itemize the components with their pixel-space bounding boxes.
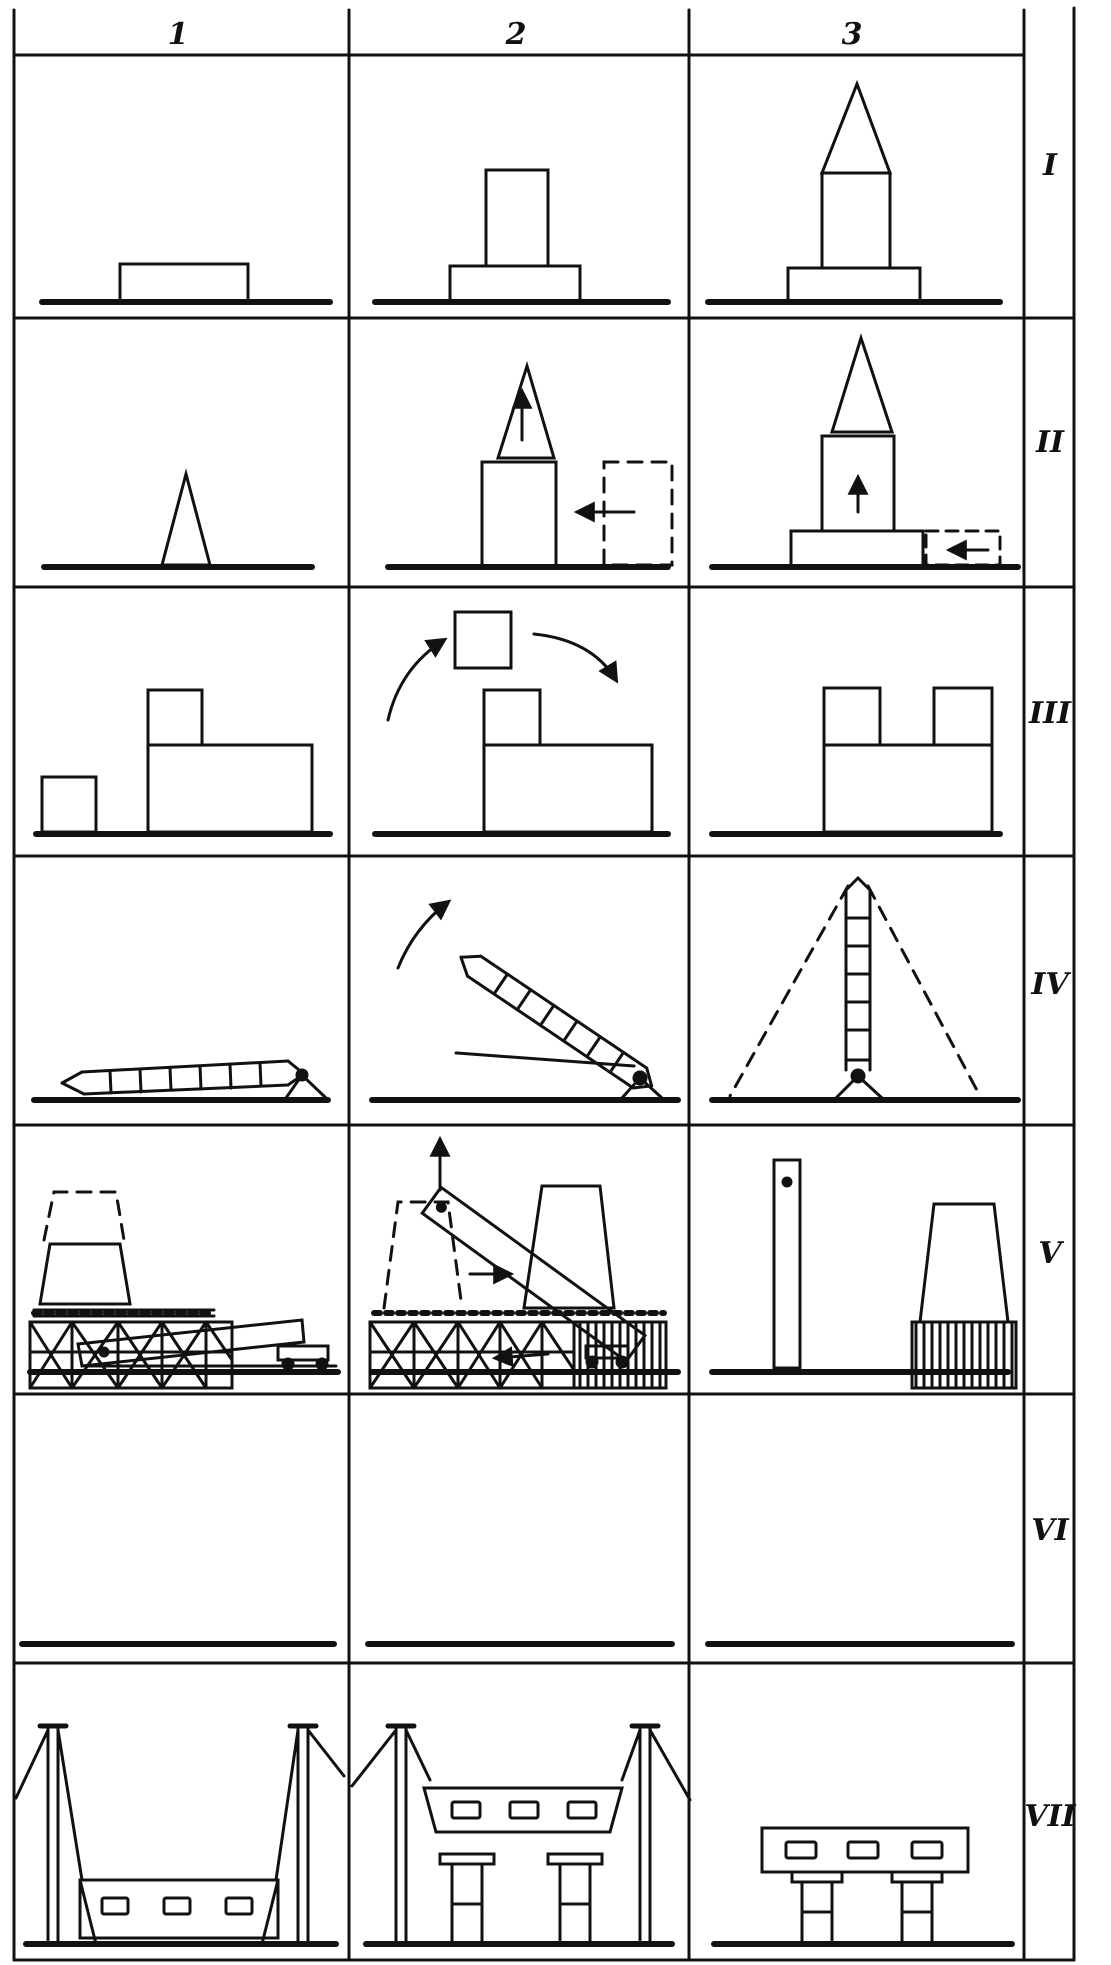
cell-VII-2	[350, 1723, 692, 1947]
grid-lines	[12, 6, 1076, 1962]
cell-II-2	[385, 360, 674, 570]
cell-VI-1	[19, 1190, 337, 1647]
column-label-3: 3	[842, 17, 863, 52]
row-label-VI: VI	[1031, 1513, 1069, 1548]
row-labels: I II III IV V VI VII	[1024, 148, 1076, 1834]
cell-III-2	[372, 610, 671, 837]
cell-VI-3	[705, 1641, 1015, 1647]
cell-II-1	[41, 468, 315, 570]
cell-VI-2	[365, 1184, 675, 1647]
row-label-I: I	[1042, 148, 1058, 183]
row-label-IV: IV	[1030, 967, 1071, 1002]
cell-III-1	[33, 688, 333, 837]
cell-VII-1	[14, 1723, 346, 1947]
cell-IV-2	[369, 899, 681, 1103]
cell-VII-3	[711, 1826, 1015, 1947]
cell-I-1	[39, 262, 333, 305]
cell-II-3	[709, 333, 1021, 570]
cell-IV-1	[31, 1059, 331, 1103]
column-labels: 1 2 3	[168, 17, 863, 52]
row-label-VII: VII	[1024, 1799, 1076, 1834]
row-label-V: V	[1038, 1236, 1064, 1271]
column-label-1: 1	[168, 17, 189, 52]
cell-III-3	[709, 686, 1003, 837]
cell-IV-3	[709, 876, 1021, 1103]
row-label-III: III	[1028, 696, 1072, 731]
row-label-II: II	[1035, 425, 1065, 460]
column-label-2: 2	[505, 17, 527, 52]
cell-VI-3-tower	[910, 1202, 1018, 1390]
cell-I-3	[705, 79, 1003, 305]
cell-I-2	[372, 168, 671, 305]
